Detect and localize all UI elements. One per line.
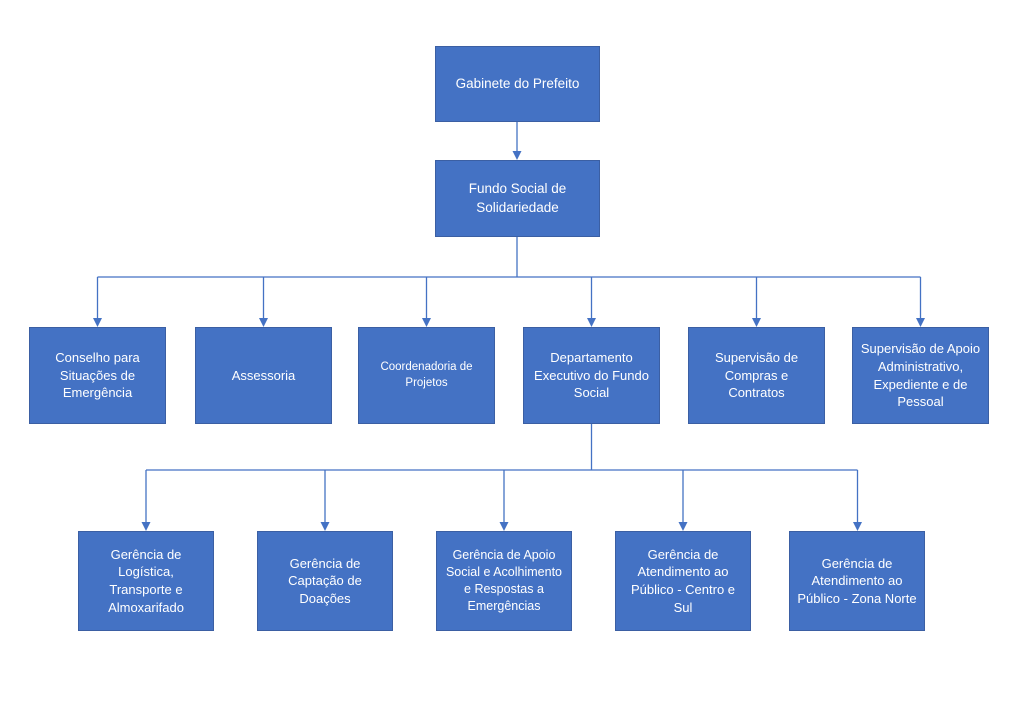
node-label: Supervisão de Apoio Administrativo, Expe…	[860, 341, 981, 410]
node-gerencia-captacao-doacoes: Gerência de Captação de Doações	[257, 531, 393, 631]
node-label: Gerência de Captação de Doações	[288, 555, 362, 606]
node-label: Gerência de Atendimento ao Público - Cen…	[630, 546, 736, 615]
node-conselho-situacoes-emergencia: Conselho para Situações de Emergência	[29, 327, 166, 424]
node-label: Gerência de Apoio Social e Acolhimento e…	[445, 548, 563, 613]
node-gabinete-do-prefeito: Gabinete do Prefeito	[435, 46, 600, 122]
node-supervisao-apoio-administrativo: Supervisão de Apoio Administrativo, Expe…	[852, 327, 989, 424]
node-label: Assessoria	[231, 367, 296, 383]
node-label: Gerência de Logística, Transporte e Almo…	[108, 546, 184, 615]
node-gerencia-atendimento-publico-zona-norte: Gerência de Atendimento ao Público - Zon…	[789, 531, 925, 631]
node-label: Coordenadoria de Projetos	[380, 360, 473, 389]
node-departamento-executivo-fundo-social: Departamento Executivo do Fundo Social	[523, 327, 660, 424]
node-gerencia-logistica-transporte-almoxarifado: Gerência de Logística, Transporte e Almo…	[78, 531, 214, 631]
node-fundo-social-de-solidariedade: Fundo Social de Solidariedade	[435, 160, 600, 237]
node-label: Supervisão de Compras e Contratos	[714, 350, 799, 401]
node-label: Gerência de Atendimento ao Público - Zon…	[797, 555, 917, 606]
node-label: Conselho para Situações de Emergência	[55, 350, 140, 401]
node-label: Departamento Executivo do Fundo Social	[534, 350, 649, 401]
node-supervisao-compras-contratos: Supervisão de Compras e Contratos	[688, 327, 825, 424]
node-label: Gabinete do Prefeito	[455, 75, 580, 91]
node-label: Fundo Social de Solidariedade	[468, 181, 567, 215]
node-coordenadoria-projetos: Coordenadoria de Projetos	[358, 327, 495, 424]
node-assessoria: Assessoria	[195, 327, 332, 424]
node-gerencia-apoio-social-acolhimento: Gerência de Apoio Social e Acolhimento e…	[436, 531, 572, 631]
node-gerencia-atendimento-publico-centro-sul: Gerência de Atendimento ao Público - Cen…	[615, 531, 751, 631]
